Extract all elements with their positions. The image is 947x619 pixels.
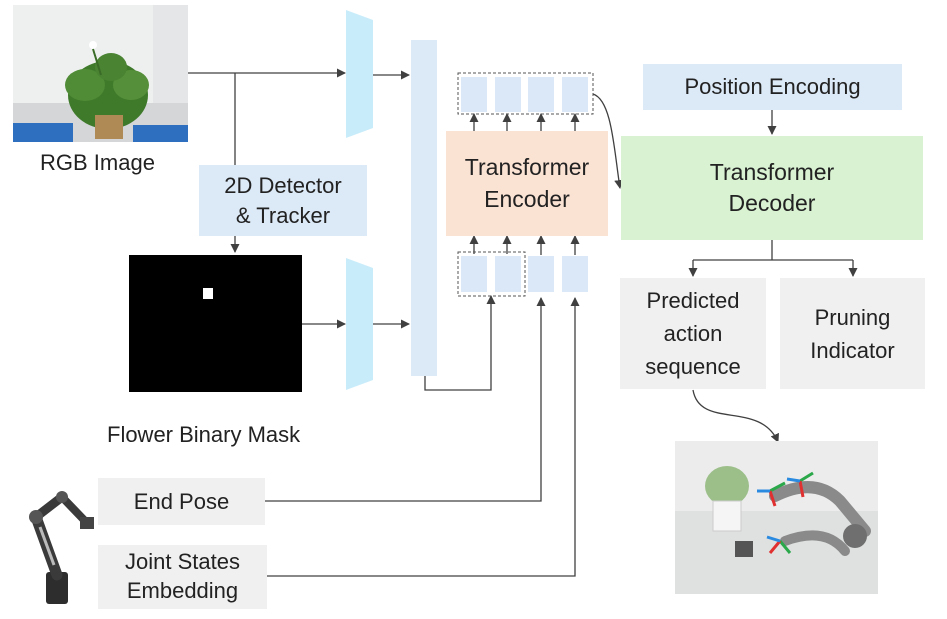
encoder-line2: Encoder: [484, 185, 570, 212]
detector-line2: & Tracker: [235, 202, 331, 228]
end-pose-box: End Pose: [98, 478, 265, 525]
detector-tracker-box: 2D Detector & Tracker: [199, 165, 367, 236]
robot-arm-icon: [29, 491, 94, 604]
predicted-action-sequence: Predicted action sequence: [620, 278, 766, 389]
mask-encoder: [346, 258, 373, 390]
position-encoding-box: Position Encoding: [643, 64, 902, 110]
transformer-decoder: Transformer Decoder: [621, 136, 923, 240]
predicted-line3: sequence: [645, 354, 741, 379]
input-token: [461, 256, 487, 292]
robot-scene-image: [675, 441, 878, 594]
detector-line1: 2D Detector: [224, 172, 342, 198]
input-token: [528, 256, 554, 292]
output-token: [562, 77, 588, 112]
input-token: [495, 256, 521, 292]
joint-line1: Joint States: [125, 549, 240, 575]
pruning-line1: Pruning: [814, 304, 891, 330]
pruning-line2: Indicator: [810, 337, 895, 363]
mask-label: Flower Binary Mask: [107, 422, 301, 447]
robot-arm-scene-icon: [675, 441, 878, 594]
position-encoding-label: Position Encoding: [684, 74, 861, 100]
predicted-line1: Predicted: [646, 288, 740, 313]
output-token: [495, 77, 521, 112]
plant-photo-icon: [13, 5, 188, 142]
output-token: [528, 77, 554, 112]
pruning-indicator: Pruning Indicator: [780, 278, 925, 389]
rgb-image-label: RGB Image: [40, 150, 155, 175]
joint-states-box: Joint States Embedding: [98, 545, 267, 609]
encoder-line1: Transformer: [464, 154, 590, 181]
joint-line2: Embedding: [126, 578, 239, 603]
output-token: [461, 77, 487, 112]
predicted-line2: action: [663, 321, 723, 346]
feature-concat-bar: [411, 40, 437, 376]
flower-binary-mask: [129, 255, 302, 392]
image-encoder-top: [346, 10, 373, 138]
end-pose-label: End Pose: [133, 488, 230, 514]
mask-white-blob: [203, 288, 213, 299]
input-token: [562, 256, 588, 292]
transformer-encoder: Transformer Encoder: [446, 131, 608, 236]
decoder-line1: Transformer: [709, 158, 835, 185]
rgb-image: [13, 5, 188, 142]
decoder-line2: Decoder: [728, 190, 816, 216]
